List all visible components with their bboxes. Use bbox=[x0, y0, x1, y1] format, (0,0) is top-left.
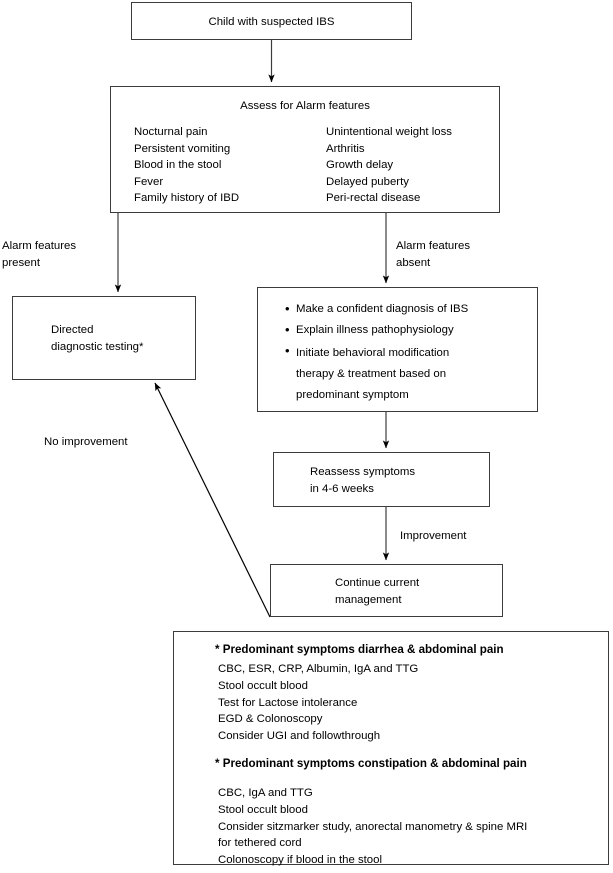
manage-ibs-bullet-2: • Explain illness pathophysiology bbox=[285, 322, 525, 339]
directed-testing-line2: diagnostic testing* bbox=[51, 341, 144, 353]
footnote-section1-items: CBC, ESR, CRP, Albumin, IgA and TTG Stoo… bbox=[218, 663, 419, 743]
continue-line2: management bbox=[335, 594, 402, 606]
node-start[interactable]: Child with suspected IBS bbox=[131, 2, 412, 40]
node-continue-management[interactable]: Continue current management bbox=[270, 564, 503, 617]
alarm-features-column-right: Unintentional weight loss Arthritis Grow… bbox=[326, 126, 453, 205]
footnote-section2-items: CBC, IgA and TTG Stool occult blood Cons… bbox=[218, 787, 528, 867]
alarm-features-column-left: Nocturnal pain Persistent vomiting Blood… bbox=[134, 126, 240, 205]
footnote-section2-heading: * Predominant symptoms constipation & ab… bbox=[215, 757, 527, 770]
manage-ibs-bullet-3: • Initiate behavioral modification thera… bbox=[285, 343, 530, 405]
edge-continue-to-directed-testing bbox=[154, 382, 271, 618]
node-reassess-symptoms[interactable]: Reassess symptoms in 4-6 weeks bbox=[273, 452, 490, 507]
continue-line1: Continue current bbox=[335, 577, 420, 589]
manage-ibs-bullet-1-text: Make a confident diagnosis of IBS bbox=[296, 303, 469, 315]
reassess-line2: in 4-6 weeks bbox=[310, 483, 374, 495]
node-assess-alarm-features[interactable]: Assess for Alarm features Nocturnal pain… bbox=[110, 86, 500, 213]
directed-testing-line1: Directed bbox=[51, 324, 94, 336]
edge-label-alarm-absent: Alarm features absent bbox=[396, 240, 471, 269]
edge-label-improvement: Improvement bbox=[400, 530, 467, 542]
edge-label-no-improvement: No improvement bbox=[44, 436, 128, 448]
bullet-dot-icon: • bbox=[285, 322, 290, 337]
assess-heading: Assess for Alarm features bbox=[240, 100, 370, 112]
manage-ibs-bullet-3-text: Initiate behavioral modification therapy… bbox=[296, 347, 450, 401]
edge-label-alarm-present: Alarm features present bbox=[2, 240, 77, 269]
manage-ibs-bullet-2-text: Explain illness pathophysiology bbox=[296, 324, 454, 336]
bullet-dot-icon: • bbox=[285, 343, 290, 358]
footnote-section1-heading: * Predominant symptoms diarrhea & abdomi… bbox=[215, 643, 504, 656]
reassess-line1: Reassess symptoms bbox=[310, 466, 416, 478]
node-start-label: Child with suspected IBS bbox=[208, 16, 335, 28]
node-directed-diagnostic-testing[interactable]: Directed diagnostic testing* bbox=[12, 296, 196, 380]
footnote-box[interactable]: * Predominant symptoms diarrhea & abdomi… bbox=[173, 631, 609, 866]
bullet-dot-icon: • bbox=[285, 301, 290, 316]
node-manage-ibs[interactable]: • Make a confident diagnosis of IBS • Ex… bbox=[257, 287, 538, 412]
manage-ibs-bullet-1: • Make a confident diagnosis of IBS bbox=[285, 301, 525, 318]
